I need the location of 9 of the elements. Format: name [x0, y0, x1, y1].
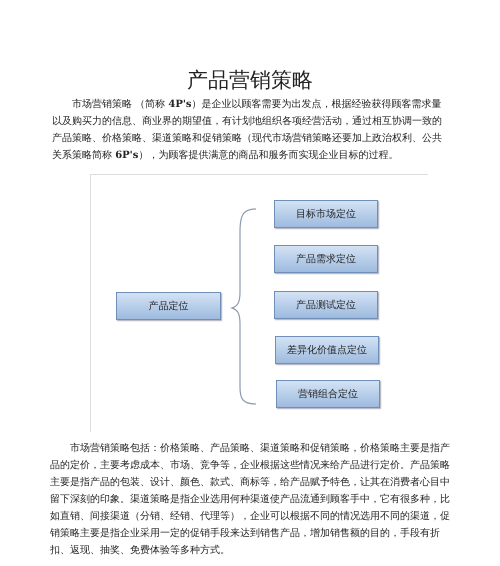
- title: 产品营销策略: [186, 67, 314, 94]
- paragraph: 市场营销策略 （简称 4P's）是企业以顾客需要为出发点，根据经验获得顾客需求量以及购买力的信息、商业界的期望值，有计划地组织各项经营活动，通过相互协调一致的产品策略、价格策略、渠道策略和促销策略（现代市场营销策略还要加上政治权利、公共关系策略简称 6P's），为顾客提供满意的商品和服务而实现企业目标的过程。: [52, 98, 443, 163]
- process-box: 营销组合定位: [276, 380, 380, 408]
- process-box: 产品需求定位: [274, 245, 378, 273]
- paragraph: 市场营销策略包括：价格策略、产品策略、渠道策略和促销策略，价格策略主要是指产品的定价，主要考虑成本、市场、竞争等，企业根据这些情况来给产品进行定价。产品策略主要是指产品的包装、设计、颜色、款式、商标等，给产品赋予特色，让其在消费者心目中留下深刻的印象。渠道策略是指企业选用何种渠道使产品流通到顾客手中，它有很多种，比如直销、间接渠道（分销、经销、代理等），企业可以根据不同的情况选用不同的渠道，促销策略主要是指企业采用一定的促销手段来达到销售产品，增加销售额的目的，手段有折扣、返现、抽奖、免费体验等多种方式。: [50, 442, 451, 558]
- process-box: 目标市场定位: [274, 200, 378, 228]
- process-box: 差异化价值点定位: [275, 336, 379, 364]
- process-box: 产品测试定位: [274, 291, 378, 319]
- process-box: 产品定位: [116, 292, 221, 320]
